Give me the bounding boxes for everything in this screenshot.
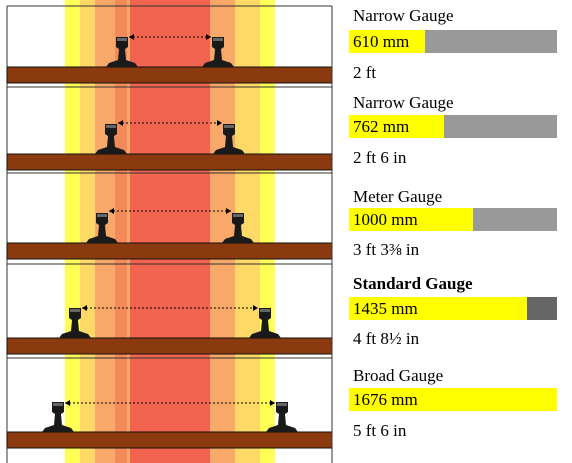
gauge-name: Broad Gauge (353, 366, 444, 385)
gauge-bar-fill (349, 208, 473, 231)
rail (249, 308, 281, 338)
gauge-bar: 762 mm (349, 115, 557, 138)
gauge-imperial: 4 ft 8½ in (353, 329, 420, 348)
rail (213, 124, 245, 154)
rail (42, 402, 74, 432)
rail-head-highlight (70, 309, 80, 312)
rail-head-highlight (260, 309, 270, 312)
rail (95, 124, 127, 154)
gauge-bar: 1676 mm (349, 388, 557, 411)
arrow-right (217, 120, 222, 126)
rail-head-highlight (106, 125, 116, 128)
gauge-metric: 1676 mm (353, 390, 418, 409)
rail-head-highlight (213, 38, 223, 41)
arrow-right (253, 305, 258, 311)
gauge-metric: 1435 mm (353, 299, 418, 318)
arrow-left (129, 34, 134, 40)
sleeper (6, 337, 333, 355)
sleeper (6, 431, 333, 449)
gauge-bar-fill (349, 30, 425, 53)
arrow-left (65, 400, 70, 406)
gauge-bar: 1435 mm (349, 297, 557, 320)
gauge-metric: 762 mm (353, 117, 410, 136)
gauge-imperial: 5 ft 6 in (353, 421, 407, 440)
gauge-bar: 610 mm (349, 30, 557, 53)
rail (222, 213, 254, 243)
arrow-right (226, 208, 231, 214)
rail-head-highlight (53, 403, 63, 406)
rail-head-highlight (97, 214, 107, 217)
sleeper (6, 153, 333, 171)
gauge-name: Meter Gauge (353, 187, 443, 206)
gauge-imperial: 2 ft (353, 63, 377, 82)
gauge-name: Narrow Gauge (353, 6, 454, 25)
gauge-name: Standard Gauge (353, 274, 473, 293)
arrow-right (270, 400, 275, 406)
arrow-left (118, 120, 123, 126)
rail-head-highlight (277, 403, 287, 406)
gauge-bar-fill (349, 297, 527, 320)
sleeper (6, 66, 333, 84)
rail (86, 213, 118, 243)
rail (266, 402, 298, 432)
gauge-bar-fill (349, 388, 557, 411)
sleeper (6, 242, 333, 260)
gauge-metric: 610 mm (353, 32, 410, 51)
arrow-left (109, 208, 114, 214)
gauge-name: Narrow Gauge (353, 93, 454, 112)
gauge-bar-fill (349, 115, 444, 138)
gauge-imperial: 3 ft 3⅜ in (353, 240, 420, 259)
arrow-right (206, 34, 211, 40)
rail (59, 308, 91, 338)
rail-head-highlight (224, 125, 234, 128)
rail (106, 37, 138, 67)
rail (202, 37, 234, 67)
gauge-imperial: 2 ft 6 in (353, 148, 407, 167)
rail-head-highlight (233, 214, 243, 217)
gauge-metric: 1000 mm (353, 210, 418, 229)
arrow-left (82, 305, 87, 311)
gauge-bar: 1000 mm (349, 208, 557, 231)
rail-head-highlight (117, 38, 127, 41)
